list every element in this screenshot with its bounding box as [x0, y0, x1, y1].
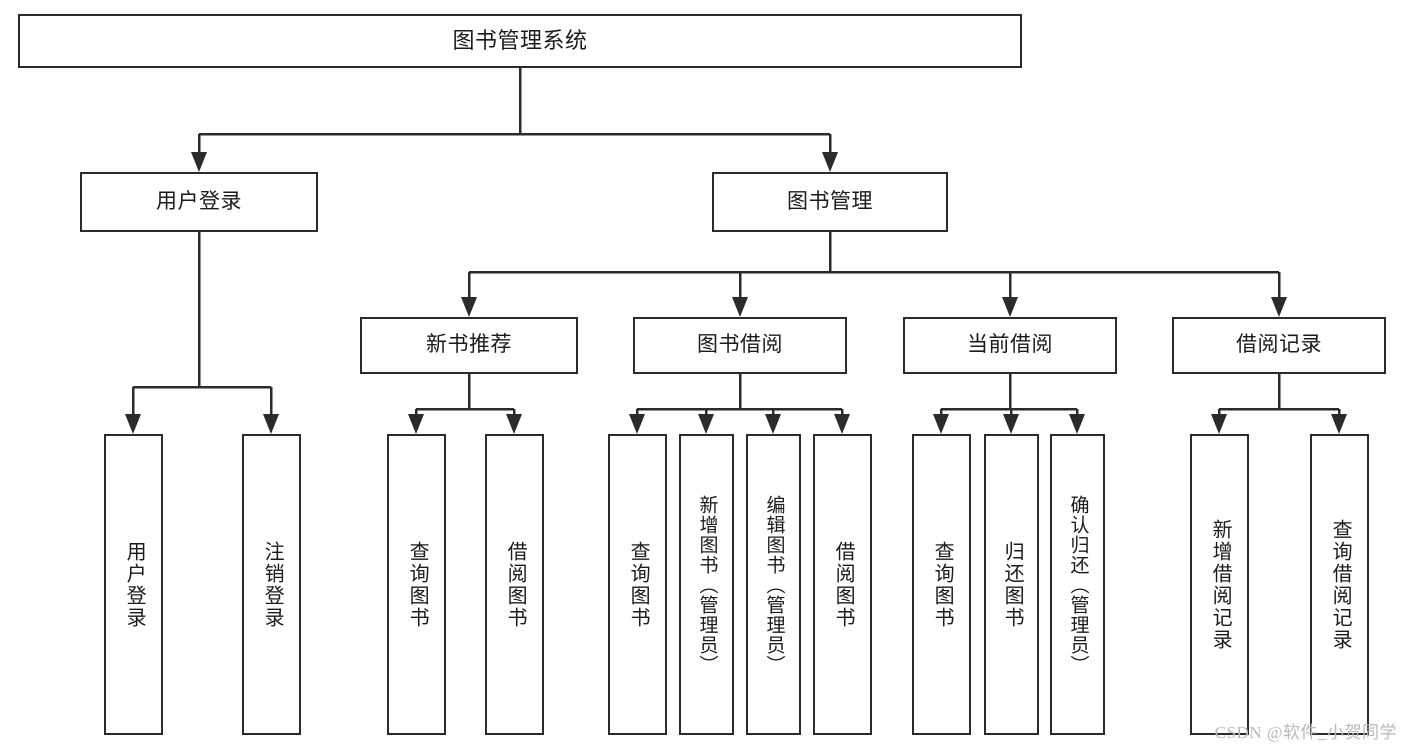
node-leaf-user-login[interactable]: 用户登录: [104, 434, 163, 735]
node-label-leaf-edit-book: 编辑图书（管理员）: [763, 494, 785, 675]
conn-book-borrow-arrow-0: [629, 414, 645, 434]
node-label-leaf-add-book: 新增图书（管理员）: [696, 494, 718, 675]
node-label-book-borrow: 图书借阅: [697, 333, 783, 357]
node-leaf-borrow-book-2[interactable]: 借阅图书: [813, 434, 872, 735]
conn-borrow-record-arrow-1: [1331, 414, 1347, 434]
node-label-leaf-user-login: 用户登录: [123, 540, 146, 629]
node-leaf-logout[interactable]: 注销登录: [242, 434, 301, 735]
conn-user-login-arrow-0: [125, 414, 141, 434]
conn-current-borrow-arrow-2: [1069, 414, 1085, 434]
conn-root-arrow-0: [191, 152, 207, 172]
conn-new-book-arrow-1: [506, 414, 522, 434]
node-label-leaf-query-borrow-record: 查询借阅记录: [1329, 518, 1352, 651]
node-book-manage[interactable]: 图书管理: [712, 172, 948, 232]
node-label-leaf-borrow-book-2: 借阅图书: [832, 540, 855, 629]
node-leaf-query-borrow-record[interactable]: 查询借阅记录: [1310, 434, 1369, 735]
node-leaf-add-book[interactable]: 新增图书（管理员）: [679, 434, 734, 735]
conn-current-borrow-arrow-0: [933, 414, 949, 434]
conn-user-login-arrow-1: [263, 414, 279, 434]
node-label-leaf-query-book-2: 查询图书: [627, 540, 650, 629]
node-leaf-return-book[interactable]: 归还图书: [984, 434, 1039, 735]
conn-root-arrow-1: [822, 152, 838, 172]
node-label-leaf-query-book-3: 查询图书: [931, 540, 954, 629]
node-leaf-query-book-2[interactable]: 查询图书: [608, 434, 667, 735]
csdn-watermark: CSDN @软件_小贺同学: [1214, 723, 1397, 742]
node-label-leaf-add-borrow-record: 新增借阅记录: [1209, 518, 1232, 651]
node-label-new-book-recommend: 新书推荐: [426, 333, 512, 357]
conn-book-manage-arrow-1: [732, 297, 748, 317]
conn-book-borrow-arrow-3: [834, 414, 850, 434]
node-label-user-login: 用户登录: [156, 189, 242, 213]
node-label-leaf-query-book-1: 查询图书: [406, 540, 429, 629]
conn-book-borrow-arrow-2: [765, 414, 781, 434]
conn-book-borrow-arrow-1: [698, 414, 714, 434]
node-current-borrow[interactable]: 当前借阅: [903, 317, 1117, 374]
conn-new-book-arrow-0: [408, 414, 424, 434]
node-borrow-record[interactable]: 借阅记录: [1172, 317, 1386, 374]
conn-current-borrow-arrow-1: [1003, 414, 1019, 434]
conn-book-manage-arrow-2: [1002, 297, 1018, 317]
node-leaf-edit-book[interactable]: 编辑图书（管理员）: [746, 434, 801, 735]
node-new-book-recommend[interactable]: 新书推荐: [360, 317, 578, 374]
conn-book-manage-arrow-0: [461, 297, 477, 317]
conn-borrow-record-arrow-0: [1211, 414, 1227, 434]
node-label-current-borrow: 当前借阅: [967, 333, 1053, 357]
node-leaf-query-book-1[interactable]: 查询图书: [387, 434, 446, 735]
node-label-leaf-logout: 注销登录: [261, 540, 284, 629]
node-leaf-borrow-book-1[interactable]: 借阅图书: [485, 434, 544, 735]
node-label-book-manage: 图书管理: [787, 189, 873, 213]
conn-book-manage-arrow-3: [1271, 297, 1287, 317]
node-book-borrow[interactable]: 图书借阅: [633, 317, 847, 374]
node-root[interactable]: 图书管理系统: [18, 14, 1022, 68]
node-label-leaf-borrow-book-1: 借阅图书: [504, 540, 527, 629]
node-leaf-add-borrow-record[interactable]: 新增借阅记录: [1190, 434, 1249, 735]
node-label-borrow-record: 借阅记录: [1236, 333, 1322, 357]
node-leaf-query-book-3[interactable]: 查询图书: [912, 434, 971, 735]
node-label-leaf-confirm-return: 确认归还（管理员）: [1067, 494, 1089, 675]
node-label-leaf-return-book: 归还图书: [1001, 540, 1024, 629]
node-label-root: 图书管理系统: [452, 28, 588, 54]
node-leaf-confirm-return[interactable]: 确认归还（管理员）: [1050, 434, 1105, 735]
node-user-login[interactable]: 用户登录: [80, 172, 318, 232]
